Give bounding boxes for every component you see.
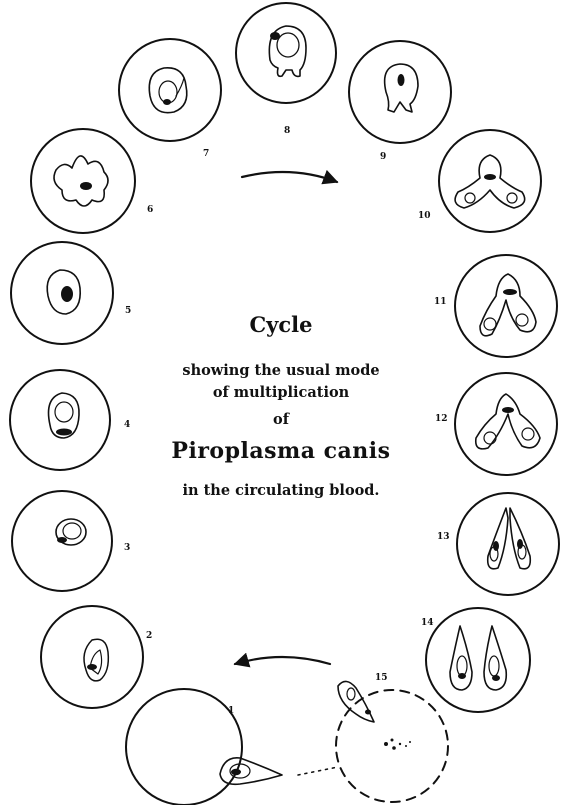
stage-label-3: 3 — [124, 543, 130, 553]
stage-9-cell — [349, 41, 451, 143]
caption-line-2: of multiplication — [0, 384, 562, 401]
stage-label-15: 15 — [375, 673, 388, 683]
stage-15-cell — [336, 681, 448, 802]
stage-8-cell — [236, 3, 336, 103]
stage-label-2: 2 — [146, 631, 152, 641]
stage-11-cell — [455, 255, 557, 357]
stage-label-10: 10 — [418, 211, 431, 221]
cycle-arrow-top — [242, 172, 337, 182]
stage-label-1: 1 — [228, 706, 234, 716]
stage-7-cell — [119, 39, 221, 141]
stage-label-9: 9 — [380, 152, 386, 162]
caption-line-4: in the circulating blood. — [0, 482, 562, 499]
stage-label-14: 14 — [421, 618, 434, 628]
stage-13-cell — [457, 493, 559, 595]
stage-label-13: 13 — [437, 532, 450, 542]
stage-10-cell — [439, 130, 541, 232]
stage-2-cell — [41, 606, 143, 708]
caption-species: Piroplasma canis — [0, 438, 562, 464]
cycle-arrow-bottom — [235, 657, 330, 664]
stage-label-11: 11 — [434, 297, 447, 307]
stage-3-cell — [12, 491, 112, 591]
stage-6-cell — [31, 129, 135, 233]
stage-label-6: 6 — [147, 205, 153, 215]
stage-label-7: 7 — [203, 149, 209, 159]
stage-label-8: 8 — [284, 126, 290, 136]
caption-line-3: of — [0, 411, 562, 428]
caption-title: Cycle — [0, 312, 562, 337]
stage-14-cell — [426, 608, 530, 712]
caption-line-1: showing the usual mode — [0, 362, 562, 379]
